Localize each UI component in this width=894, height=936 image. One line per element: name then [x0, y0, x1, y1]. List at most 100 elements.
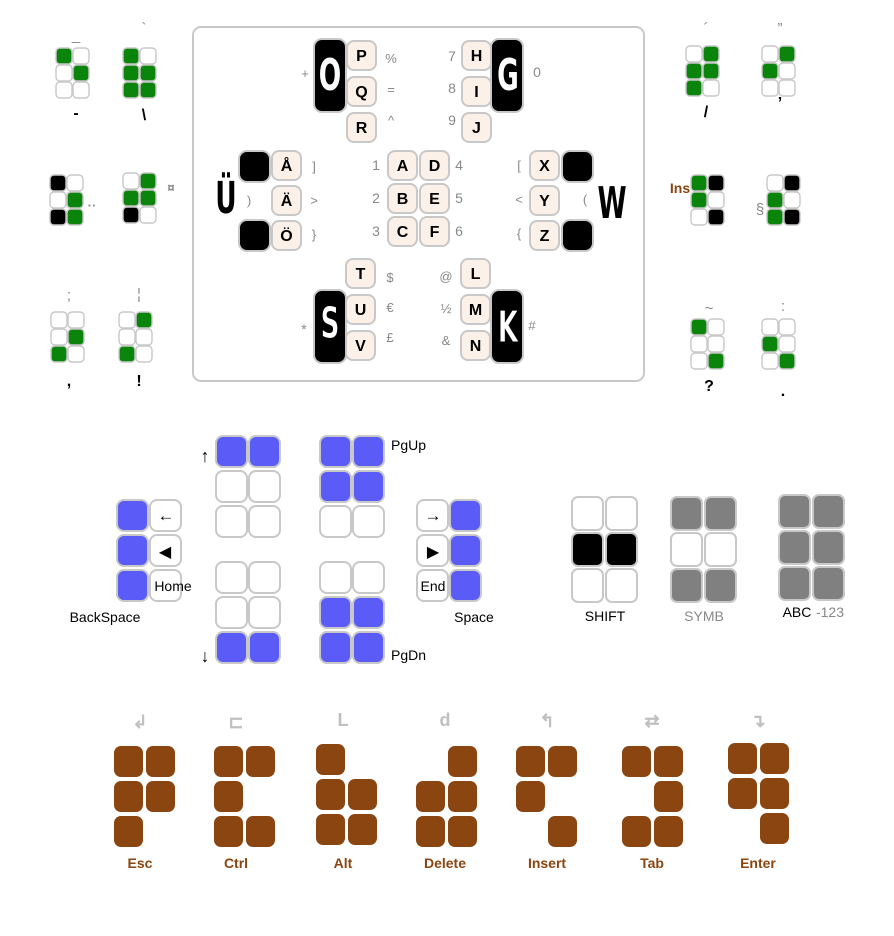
black-key [238, 219, 271, 252]
braille-dot [49, 208, 67, 226]
letter-key [461, 112, 492, 143]
control-dot [760, 778, 789, 809]
letter-key [529, 150, 560, 181]
alt-label: Alt [334, 855, 353, 871]
big-letter: W [597, 177, 626, 229]
key-letter: N [470, 338, 482, 355]
key-letter: Ö [280, 226, 292, 245]
control-dot [348, 779, 377, 810]
braille-dot [50, 328, 68, 346]
symbol: @ [439, 269, 452, 284]
control-dot [214, 746, 243, 777]
control-dot [548, 746, 577, 777]
control-dot [448, 816, 477, 847]
braille-dot [139, 47, 157, 65]
braille-dot [690, 174, 708, 192]
cell-top-symbol: _ [71, 27, 81, 44]
symbol: { [517, 226, 522, 241]
braille-dot [690, 208, 708, 226]
control-dot [348, 814, 377, 845]
letter-key [461, 76, 492, 107]
mode-dot [704, 532, 737, 567]
braille-dot [685, 79, 703, 97]
braille-dot [66, 174, 84, 192]
cell-top-symbol: ; [67, 287, 71, 304]
nav-dot [352, 505, 385, 538]
braille-dot [702, 62, 720, 80]
big-letter: K [498, 301, 520, 353]
key-letter: E [429, 191, 440, 208]
cell-label: ? [704, 378, 714, 395]
nav-dot [248, 561, 281, 594]
letter-key [419, 150, 450, 181]
insert-label: Insert [528, 855, 566, 871]
mode-dot [670, 568, 703, 603]
nav-dot [215, 435, 248, 468]
nav-dot [149, 569, 182, 602]
mode-dot [778, 530, 811, 565]
nav-dot [352, 470, 385, 503]
shift-label: SHIFT [585, 608, 626, 624]
big-letter: G [497, 49, 519, 101]
letter-key [387, 150, 418, 181]
braille-cell-dots [49, 174, 84, 226]
letter-key [387, 216, 418, 247]
digit: 5 [455, 190, 463, 206]
control-dot [146, 781, 175, 812]
braille-dot [766, 208, 784, 226]
braille-dot [685, 45, 703, 63]
esc-icon: ↲ [132, 712, 147, 732]
braille-dot [122, 172, 140, 190]
braille-dot [72, 64, 90, 82]
symbol: } [312, 227, 317, 242]
alt-icon: L [338, 710, 349, 730]
control-dot [246, 816, 275, 847]
letter-key [345, 294, 376, 325]
braille-dot [139, 206, 157, 224]
braille-dot [766, 174, 784, 192]
space-label: Space [454, 609, 494, 625]
braille-dot [55, 47, 73, 65]
letter-key [461, 40, 492, 71]
symb-cell [670, 496, 737, 603]
nav-dot [319, 505, 352, 538]
nav-dot [149, 534, 182, 567]
symbol: % [385, 51, 397, 66]
right-arrow-icon: → [425, 506, 442, 525]
nav-dot [215, 561, 248, 594]
symbol: € [386, 300, 394, 315]
s-black-bar [313, 289, 347, 364]
black-key [561, 219, 594, 252]
control-dot [448, 781, 477, 812]
braille-cell-comma [50, 311, 85, 363]
control-dot [760, 743, 789, 774]
up-arrow-icon: ↑ [201, 446, 210, 466]
num-label: -123 [816, 604, 844, 620]
letter-key [345, 258, 376, 289]
cell-top-symbol: ` [142, 20, 147, 37]
control-dot [728, 743, 757, 774]
nav-dot [352, 596, 385, 629]
big-letter: Ü [215, 172, 236, 224]
nav-dot [416, 569, 449, 602]
braille-dot [783, 174, 801, 192]
delete-label: Delete [424, 855, 466, 871]
key-letter: I [474, 84, 478, 101]
digit: 2 [372, 190, 380, 206]
braille-dot [685, 62, 703, 80]
mode-dot [605, 532, 638, 567]
nav-dot [248, 505, 281, 538]
symbol: $ [386, 270, 394, 285]
cell-top-symbol: : [781, 298, 785, 315]
nav-dot [248, 470, 281, 503]
braille-dot [67, 328, 85, 346]
left-arrow-icon: ← [158, 506, 175, 525]
nav-dot [116, 534, 149, 567]
nav-dot [449, 499, 482, 532]
symb-label: SYMB [684, 608, 724, 624]
braille-dot [707, 352, 725, 370]
braille-dot [72, 47, 90, 65]
letter-key [271, 220, 302, 251]
braille-dot [118, 345, 136, 363]
letter-key [419, 216, 450, 247]
